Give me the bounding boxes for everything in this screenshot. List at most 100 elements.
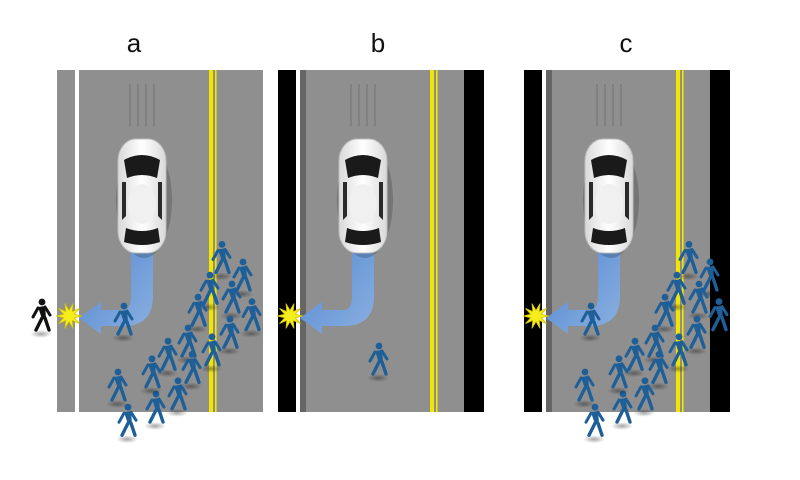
pedestrian-icon [112,302,134,342]
pedestrian-torso [661,301,669,315]
impact-burst-icon [522,303,550,329]
pedestrian-shadow [200,364,222,373]
pedestrian-legs [657,311,674,327]
car-icon [583,138,639,258]
pedestrian-legs [669,289,686,305]
pedestrian-torso [651,332,659,345]
pedestrian-arms [584,410,605,424]
barrier-left [278,70,298,412]
pedestrian-torso [164,345,172,359]
pedestrian-icon [607,355,629,395]
pedestrian-legs [120,421,137,437]
pedestrian-shadow [116,435,138,444]
pedestrian-arms [634,384,655,398]
pedestrian-icon [210,241,232,281]
pedestrian-arms [368,349,389,363]
pedestrian-icon [698,258,720,298]
barrier-left [524,70,544,412]
pedestrian-head [375,342,383,350]
pedestrian-shadow [707,329,729,338]
pedestrian-head [206,271,214,279]
pedestrian-icon [677,241,699,281]
pedestrian-torso [218,248,226,262]
pedestrian-torso [120,310,128,323]
pedestrian-torso [631,345,639,359]
center-line [676,70,680,412]
pedestrian-icon [367,342,389,382]
pedestrian-torso [152,398,160,411]
car-roof [128,184,156,224]
pedestrian-arms [654,300,675,314]
center-line [209,70,213,412]
center-line-double [436,70,438,412]
pedestrian-legs [184,368,201,385]
pedestrian-legs [711,315,728,332]
pedestrian-icon [583,403,605,444]
pedestrian-head [661,293,669,301]
road-panel-a [30,70,263,444]
pedestrian-icon [218,315,240,356]
pedestrian-arms [241,305,262,319]
pedestrian-arms [201,340,222,354]
pedestrian-legs [235,276,252,292]
pedestrian-shadow [166,408,188,417]
car-roof [349,184,377,224]
car-windshield [345,155,381,178]
swerve-arrow-icon [79,242,153,334]
pedestrian-torso [148,362,156,376]
pedestrian-torso [587,310,595,323]
pedestrian-shadow [653,325,675,334]
pedestrian-shadow [677,272,699,281]
pedestrian-shadow [623,369,645,378]
pedestrian-torso [124,411,132,425]
pedestrian-icon [653,293,675,334]
pedestrian-arms [113,309,134,323]
pedestrian-icon [220,280,242,320]
pedestrian-head [641,377,649,385]
car-windshield [124,155,160,178]
car-windshield [591,155,627,178]
pedestrian-torso [248,305,256,319]
car-rear-window [345,228,381,245]
pedestrian-legs [671,351,688,367]
swerve-arrow-icon [300,242,374,334]
pedestrian-arms [580,309,601,323]
pedestrian-arms [211,247,232,261]
pedestrian-legs [244,315,261,332]
pedestrian-icon [180,351,202,391]
pedestrian-icon [667,333,689,373]
road-panel-c [522,70,730,444]
pedestrian-arms [181,357,202,371]
pedestrian-arms [574,375,595,389]
car-rear-window [124,228,160,245]
impact-burst-icon [55,303,83,329]
pedestrian-torso [206,279,214,293]
pedestrian-icon [240,298,262,338]
pedestrian-head [114,368,122,376]
pedestrian-legs [611,373,628,389]
pedestrian-shadow [186,325,208,334]
swerve-arrow-icon [546,242,620,334]
pedestrian-legs [689,333,706,349]
pedestrian-legs [110,386,127,402]
pedestrian-head [164,337,172,345]
pedestrian-legs [691,298,708,314]
pedestrian-head [174,377,182,385]
pedestrian-icon [707,298,729,338]
pedestrian-torso [706,266,714,279]
pedestrian-icon [573,368,595,408]
pedestrian-torso [375,350,383,363]
pedestrian-torso [715,305,723,319]
pedestrian-shadow [573,400,595,408]
pedestrian-icon [166,377,188,417]
pedestrian-shadow [112,334,134,342]
pedestrian-arms [221,287,242,301]
pedestrian-shadow [106,400,128,408]
pedestrian-torso [685,248,693,262]
pedestrian-head [239,258,247,266]
panel-label-a: a [126,28,142,58]
pedestrian-torso [655,358,663,372]
center-line-double [215,70,217,412]
pedestrian-torso [239,266,247,279]
pedestrian-icon [106,368,128,408]
